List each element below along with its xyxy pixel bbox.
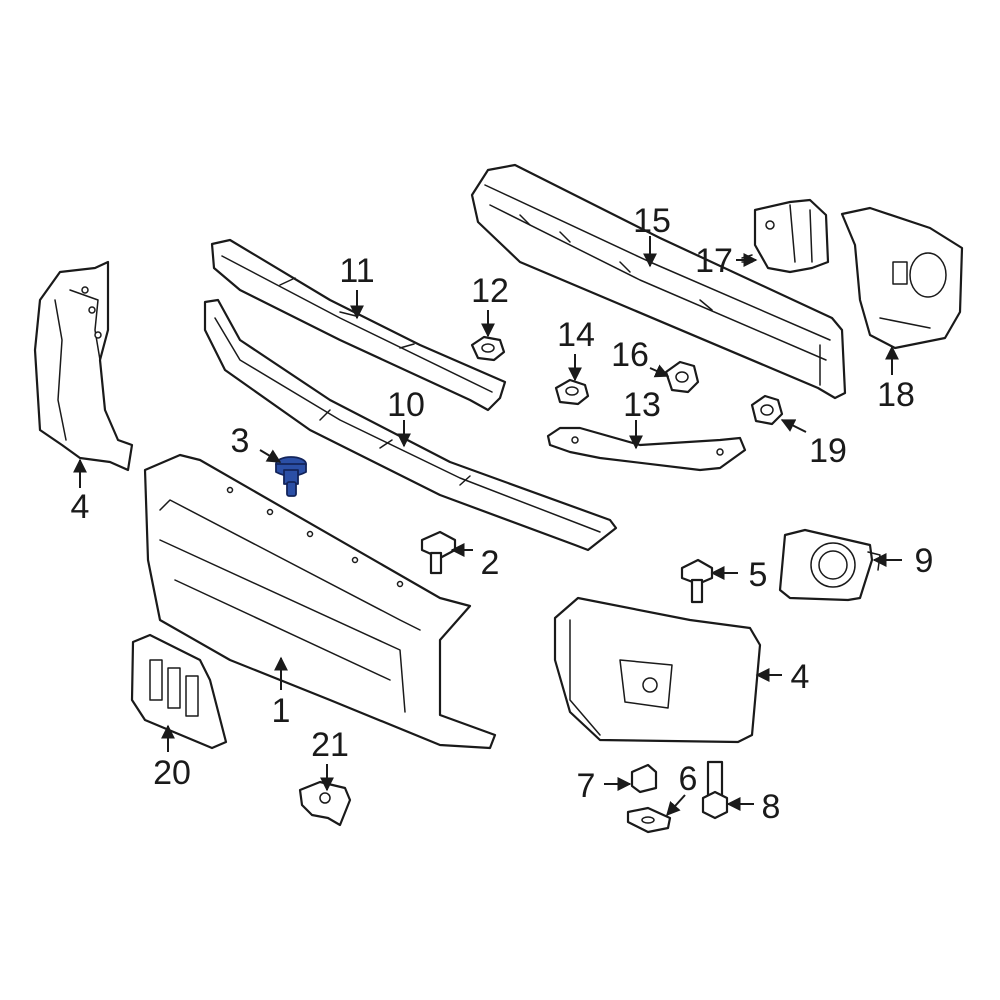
license-bracket-part[interactable] xyxy=(130,633,228,750)
callout-7: 7 xyxy=(577,767,596,805)
nut-12-part[interactable] xyxy=(470,335,506,362)
callout-6: 6 xyxy=(679,760,698,798)
bumper-cover-part[interactable] xyxy=(143,453,497,750)
callout-13: 13 xyxy=(623,386,661,424)
callout-5: 5 xyxy=(749,556,768,594)
nut-16-part[interactable] xyxy=(664,360,700,394)
small-bracket-part[interactable] xyxy=(298,780,352,827)
leader-lines xyxy=(73,236,902,817)
callout-17: 17 xyxy=(695,242,733,280)
nut-19-part[interactable] xyxy=(750,394,784,426)
callout-20: 20 xyxy=(153,754,191,792)
bolt-5-part[interactable] xyxy=(680,558,714,604)
callout-4-right: 4 xyxy=(791,658,810,696)
fog-lamp-cover-part[interactable] xyxy=(778,528,881,602)
callout-14: 14 xyxy=(557,316,595,354)
callout-16: 16 xyxy=(611,336,649,374)
callout-18: 18 xyxy=(877,376,915,414)
callout-11: 11 xyxy=(339,252,374,290)
callout-8: 8 xyxy=(762,788,781,826)
callout-2: 2 xyxy=(481,544,500,582)
lower-retainer-part[interactable] xyxy=(203,298,618,552)
reinforcement-beam-part[interactable] xyxy=(470,163,847,400)
side-bracket-part[interactable] xyxy=(546,426,747,472)
callout-21: 21 xyxy=(311,726,349,764)
callout-12: 12 xyxy=(471,272,509,310)
bolt-8-part[interactable] xyxy=(701,760,729,820)
callout-15: 15 xyxy=(633,202,671,240)
lamp-bracket-part[interactable] xyxy=(840,206,964,350)
callout-4-left: 4 xyxy=(71,488,90,526)
right-bumper-end-part[interactable] xyxy=(553,596,762,744)
callout-labels: 1 2 3 4 4 5 6 7 8 9 10 11 12 13 14 15 16… xyxy=(71,202,934,826)
upper-retainer-part[interactable] xyxy=(210,238,507,412)
left-bumper-end-part[interactable] xyxy=(33,260,134,472)
clip-7-part[interactable] xyxy=(630,763,658,794)
callout-10: 10 xyxy=(387,386,425,424)
washer-6-part[interactable] xyxy=(626,806,672,834)
callout-19: 19 xyxy=(809,432,847,470)
bolt-2-part[interactable] xyxy=(420,530,457,575)
highlighted-bolt-part[interactable] xyxy=(275,456,307,497)
callout-3: 3 xyxy=(231,422,250,460)
callout-9: 9 xyxy=(915,542,934,580)
nut-14-part[interactable] xyxy=(554,378,590,406)
callout-1: 1 xyxy=(272,692,291,730)
stay-bracket-part[interactable] xyxy=(741,198,830,274)
